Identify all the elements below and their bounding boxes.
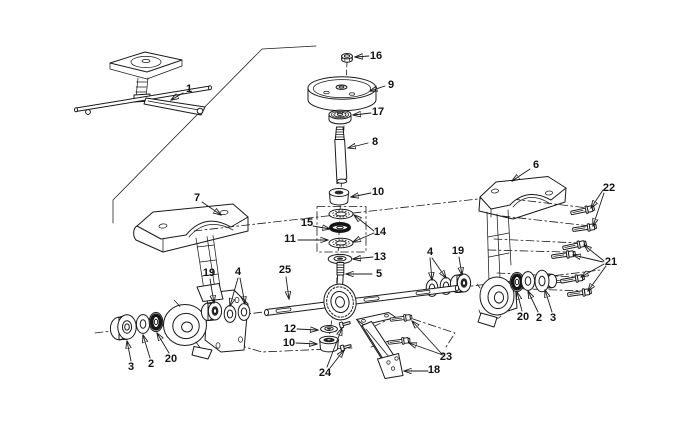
assembled-unit-inset	[74, 51, 212, 116]
callout-item-18: 18	[427, 364, 441, 376]
bolts-24	[338, 319, 353, 352]
callout-item-22: 22	[602, 182, 616, 194]
inset-divider-line	[112, 45, 317, 224]
callout-item-10-lower: 10	[282, 337, 296, 349]
seal-kit-11	[316, 206, 367, 253]
hub-3-left	[109, 314, 137, 341]
bearing-17	[328, 109, 352, 125]
bushing-19-left	[200, 301, 223, 321]
spindle-shaft-8	[334, 126, 348, 184]
callout-item-3-left: 3	[127, 361, 135, 373]
callout-item-2-left: 2	[147, 358, 155, 370]
flange-nut-16	[341, 53, 353, 63]
washer-2-right	[520, 271, 536, 291]
callout-item-25: 25	[278, 264, 292, 276]
callout-item-19-right: 19	[451, 245, 465, 257]
callout-item-11: 11	[284, 233, 296, 245]
callout-item-7: 7	[193, 192, 201, 204]
hub-3-right	[534, 269, 562, 293]
callout-item-24: 24	[318, 367, 332, 379]
callout-item-10-upper: 10	[371, 186, 385, 198]
washer-12	[320, 325, 338, 333]
callout-leaders	[127, 56, 607, 371]
callout-item-21: 21	[604, 256, 618, 268]
cross-shaft-25	[264, 285, 460, 316]
left-bracket	[133, 203, 249, 360]
support-bracket-18	[356, 312, 404, 379]
callout-item-4-right: 4	[426, 246, 434, 258]
callout-item-2-right: 2	[535, 312, 543, 324]
bearing-housing-10-upper	[328, 188, 350, 206]
callout-item-12: 12	[283, 323, 297, 335]
callout-item-17: 17	[371, 106, 385, 118]
bolts-21	[550, 239, 593, 299]
callout-item-20-left: 20	[164, 353, 178, 365]
callout-item-13: 13	[373, 251, 387, 263]
pulley-9	[307, 76, 377, 112]
callout-item-8: 8	[371, 136, 379, 148]
callout-item-6: 6	[532, 159, 540, 171]
callout-item-1: 1	[185, 83, 193, 95]
callout-item-19-left: 19	[202, 267, 216, 279]
callout-item-20-right: 20	[516, 311, 530, 323]
washer-4-left-a	[223, 305, 237, 323]
seal-20-left	[147, 310, 165, 334]
callout-item-23: 23	[439, 351, 453, 363]
callout-item-16: 16	[369, 50, 383, 62]
callout-item-15: 15	[300, 217, 314, 229]
bolts-23	[387, 313, 413, 347]
washer-14-upper	[328, 208, 354, 220]
seal-15	[328, 222, 351, 234]
callout-item-5: 5	[375, 268, 383, 280]
callout-item-9: 9	[387, 79, 395, 91]
washer-14-lower	[328, 237, 354, 249]
washer-2-left	[135, 314, 151, 334]
callout-item-3-right: 3	[549, 312, 557, 324]
callout-item-14: 14	[373, 226, 387, 238]
washer-4-left-b	[237, 303, 251, 321]
bolts-22	[569, 204, 598, 234]
bevel-gear-5	[323, 283, 357, 321]
right-bracket	[476, 176, 567, 328]
callout-item-4-left: 4	[234, 266, 242, 278]
